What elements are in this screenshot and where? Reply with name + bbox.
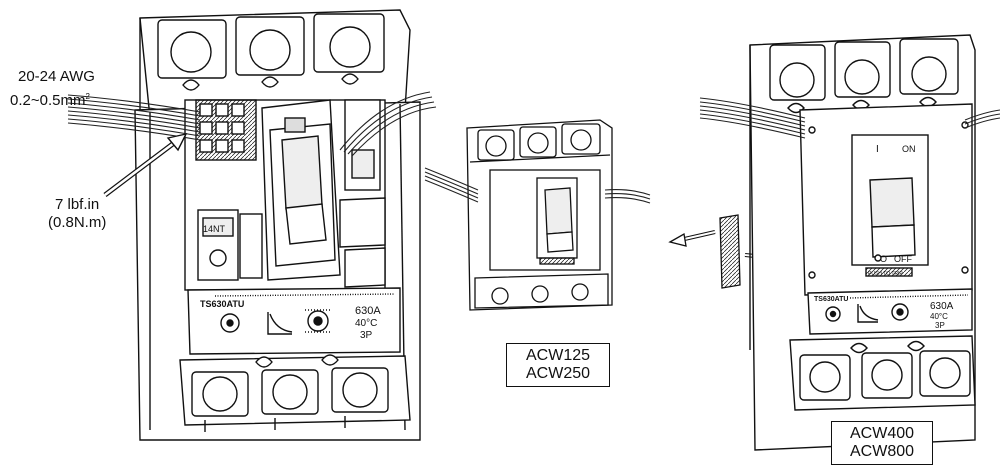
middle-model-1: ACW125 <box>525 347 591 364</box>
right-switch-on: ON <box>902 144 916 154</box>
left-poles: 3P <box>360 330 373 341</box>
middle-model-2: ACW250 <box>525 365 591 382</box>
trip-unit-plate <box>187 287 401 355</box>
operating-mechanism <box>261 99 341 281</box>
wire-gauge-label: 20-24 AWG <box>18 68 95 85</box>
right-switch-o: O <box>880 254 887 264</box>
right-switch-i: I <box>876 144 879 155</box>
right-poles: 3P <box>935 321 945 330</box>
left-shunt-label: 14NT <box>203 224 226 234</box>
wire-section-label: 0.2~0.5mm2 <box>10 88 90 110</box>
right-model-1: ACW400 <box>849 425 915 442</box>
left-temperature: 40°C <box>355 318 377 329</box>
middle-model-box: ACW125 ACW250 <box>506 343 610 387</box>
left-model-plate: TS630ATU <box>200 299 244 309</box>
wire-section-sup: 2 <box>85 92 90 101</box>
middle-breaker <box>466 119 613 311</box>
side-label-plate <box>668 214 787 289</box>
left-rating: 630A <box>355 305 381 317</box>
right-model-box: ACW400 ACW800 <box>831 421 933 465</box>
right-breaker-labels: I ON O OFF PUSH TO TRIP TS630ATU 630A 40… <box>814 144 954 330</box>
wire-bundle-left <box>67 91 437 157</box>
right-switch-off: OFF <box>894 254 912 264</box>
wire-bundle-right <box>699 97 1000 139</box>
right-push-to-trip: PUSH TO TRIP <box>868 271 903 277</box>
right-model-2: ACW800 <box>849 443 915 460</box>
right-model-plate: TS630ATU <box>814 296 849 303</box>
torque-imperial-label: 7 lbf.in <box>55 196 100 213</box>
right-temperature: 40°C <box>930 312 948 321</box>
right-breaker <box>749 34 976 451</box>
left-breaker-labels: TS630ATU 630A 40°C 3P 14NT <box>200 224 381 341</box>
wire-section-value: 0.2~0.5mm <box>10 92 86 109</box>
right-rating: 630A <box>930 301 954 312</box>
accessory-terminals <box>195 99 257 161</box>
torque-metric-label: (0.8N.m) <box>48 214 107 231</box>
wire-bundle-middle <box>424 167 651 204</box>
torque-arrow <box>103 132 188 197</box>
left-breaker <box>134 9 421 441</box>
shunt-module <box>197 209 263 281</box>
